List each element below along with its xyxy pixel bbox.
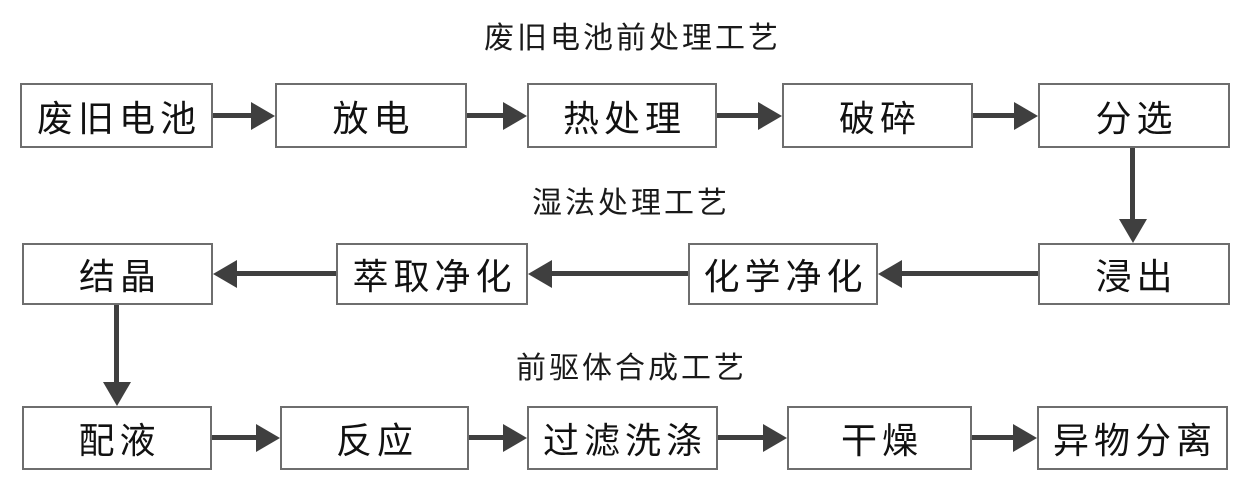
- node-label: 配液: [78, 421, 161, 461]
- arrow-heat-treatment-to-crushing-icon: [717, 102, 782, 130]
- arrow-head: [1119, 219, 1147, 243]
- node-label: 化学净化: [703, 257, 868, 297]
- arrow-head: [251, 102, 275, 130]
- arrow-solution-prep-to-reaction-icon: [212, 424, 280, 452]
- arrow-head: [878, 260, 902, 288]
- arrow-head: [1013, 424, 1037, 452]
- node-label: 热处理: [562, 98, 686, 139]
- node-label: 分选: [1095, 98, 1178, 139]
- node-label: 异物分离: [1052, 421, 1217, 461]
- arrow-shaft: [212, 435, 260, 440]
- node-label: 干燥: [840, 421, 923, 461]
- arrow-shaft: [467, 113, 507, 118]
- node-label: 放电: [332, 98, 415, 139]
- arrow-drying-to-foreign-matter-icon: [972, 424, 1037, 452]
- arrow-head: [503, 102, 527, 130]
- arrow-head: [103, 382, 131, 406]
- node-label: 过滤洗涤: [542, 421, 707, 461]
- node-label: 废旧电池: [36, 98, 201, 139]
- arrow-shaft: [213, 113, 255, 118]
- node-discharge: 放电: [275, 83, 467, 148]
- arrow-shaft: [548, 271, 688, 276]
- node-chemical-purification: 化学净化: [688, 243, 878, 305]
- arrow-shaft: [469, 435, 507, 440]
- node-crushing: 破碎: [782, 83, 973, 148]
- stage-title-wet-processing: 湿法处理工艺: [532, 187, 730, 220]
- node-solution-preparation: 配液: [22, 406, 212, 470]
- arrow-head: [503, 424, 527, 452]
- node-reaction: 反应: [280, 406, 469, 470]
- arrow-chemical-to-extraction-purification-icon: [528, 260, 688, 288]
- arrow-head: [213, 260, 237, 288]
- arrow-filter-washing-to-drying-icon: [718, 424, 787, 452]
- node-sorting: 分选: [1038, 83, 1230, 148]
- node-leaching: 浸出: [1038, 243, 1230, 305]
- arrow-crystallization-to-solution-prep-icon: [103, 305, 131, 406]
- arrow-head: [528, 260, 552, 288]
- arrow-shaft: [114, 305, 119, 386]
- node-label: 结晶: [78, 257, 161, 297]
- node-heat-treatment: 热处理: [527, 83, 717, 148]
- node-drying: 干燥: [787, 406, 972, 470]
- arrow-extraction-to-crystallization-icon: [213, 260, 336, 288]
- node-label: 萃取净化: [352, 257, 517, 297]
- arrow-shaft: [973, 113, 1018, 118]
- arrow-head: [256, 424, 280, 452]
- arrow-reaction-to-filter-washing-icon: [469, 424, 527, 452]
- arrow-shaft: [718, 435, 767, 440]
- arrow-waste-battery-to-discharge-icon: [213, 102, 275, 130]
- node-foreign-matter-separation: 异物分离: [1037, 406, 1228, 470]
- stage-title-precursor-synthesis: 前驱体合成工艺: [516, 352, 747, 385]
- arrow-crushing-to-sorting-icon: [973, 102, 1038, 130]
- arrow-shaft: [898, 271, 1038, 276]
- arrow-head: [1014, 102, 1038, 130]
- node-label: 破碎: [838, 98, 921, 139]
- stage-title-pretreatment: 废旧电池前处理工艺: [484, 22, 781, 55]
- arrow-shaft: [1130, 148, 1135, 223]
- arrow-leaching-to-chemical-purification-icon: [878, 260, 1038, 288]
- arrow-head: [763, 424, 787, 452]
- node-label: 浸出: [1095, 257, 1178, 297]
- arrow-shaft: [972, 435, 1017, 440]
- arrow-shaft: [233, 271, 336, 276]
- node-crystallization: 结晶: [22, 243, 213, 305]
- arrow-sorting-to-leaching-icon: [1119, 148, 1147, 243]
- node-filter-washing: 过滤洗涤: [527, 406, 718, 470]
- node-label: 反应: [335, 421, 418, 461]
- arrow-head: [758, 102, 782, 130]
- node-waste-battery: 废旧电池: [20, 83, 213, 148]
- node-extraction-purification: 萃取净化: [336, 243, 528, 305]
- arrow-shaft: [717, 113, 762, 118]
- arrow-discharge-to-heat-treatment-icon: [467, 102, 527, 130]
